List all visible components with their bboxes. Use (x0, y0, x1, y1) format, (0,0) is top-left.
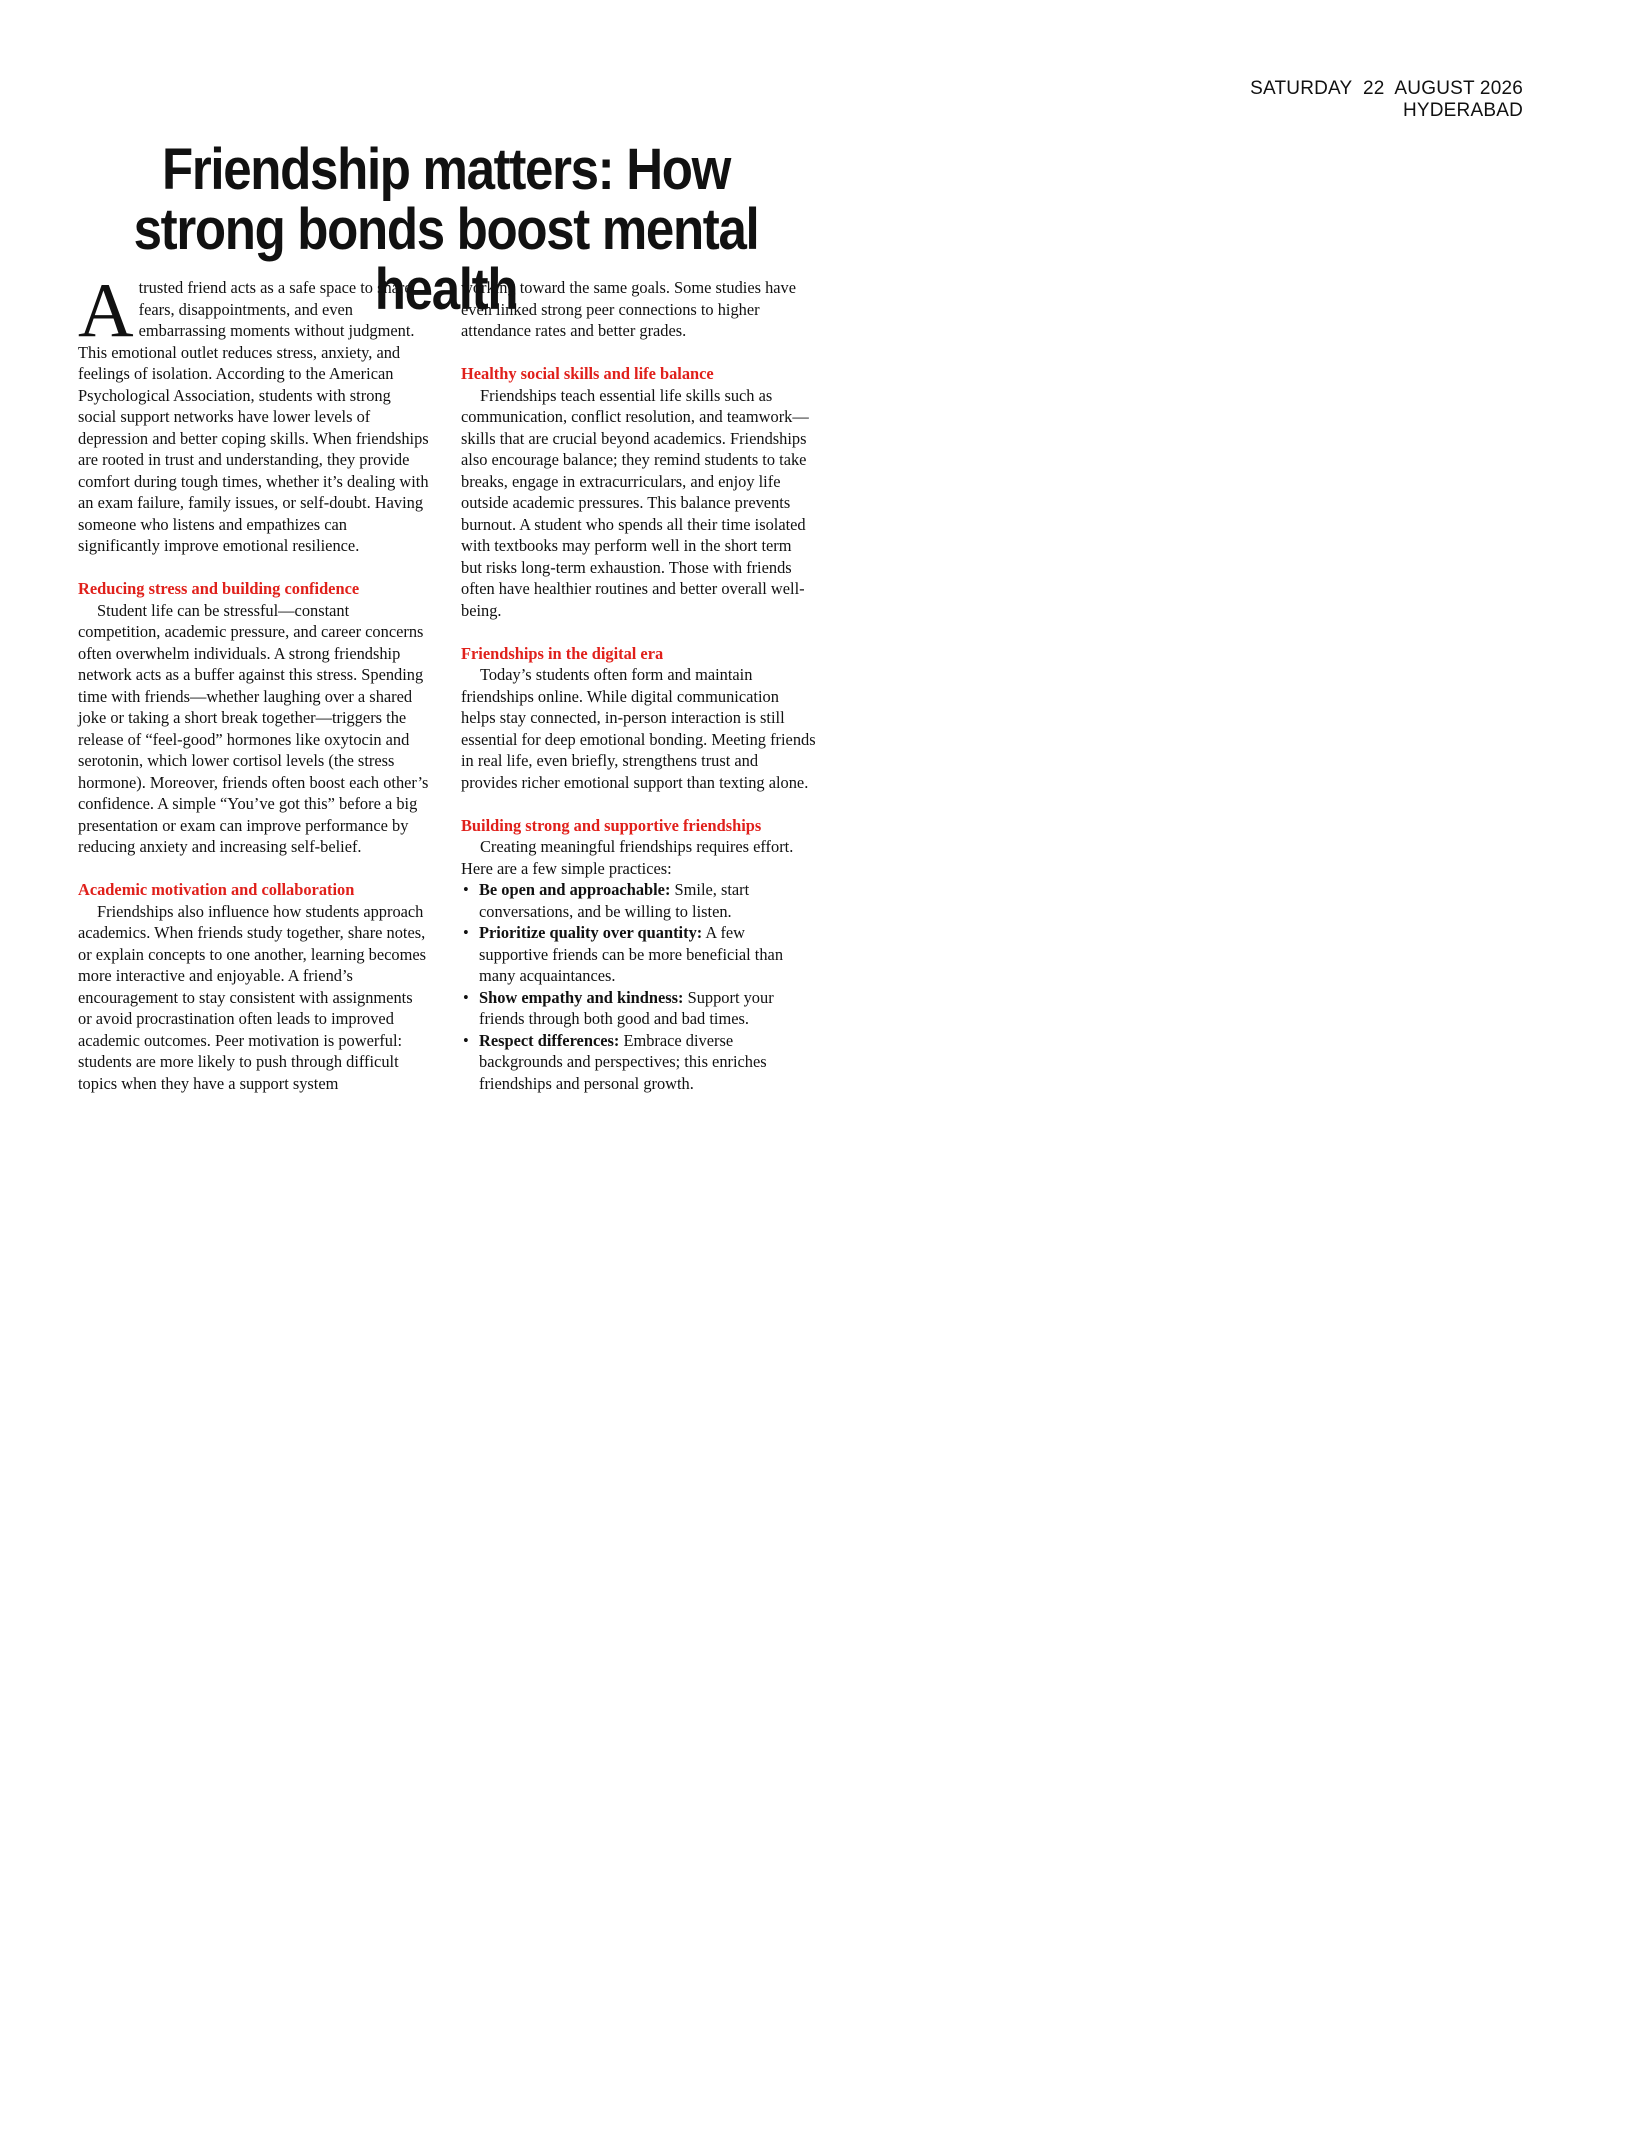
list-item: Be open and approachable: Smile, start c… (461, 879, 816, 922)
section-heading-social-skills: Healthy social skills and life balance (461, 364, 714, 383)
article-headline: Friendship matters: How strong bonds boo… (133, 137, 760, 322)
section-body-digital-era: Today’s students often form and maintain… (461, 665, 816, 792)
list-item-text: A few supportive friends can be more ben… (479, 923, 784, 985)
article-column-1: A trusted friend acts as a safe space to… (78, 267, 430, 1094)
section-body-academic-continued: working toward the same goals. Some stud… (461, 278, 797, 340)
list-item: Show empathy and kindness: Support your … (461, 987, 816, 1030)
section-body-social-skills: Friendships teach essential life skills … (461, 385, 809, 620)
section-body-academic: Friendships also influence how students … (78, 901, 426, 1093)
section-heading-stress: Reducing stress and building confidence (78, 579, 360, 598)
list-item-text: Embrace diverse backgrounds and perspect… (479, 1030, 767, 1093)
list-item-text: Smile, start conversations, and be willi… (479, 880, 750, 921)
section-heading-academic: Academic motivation and collaboration (78, 880, 355, 899)
list-item-lead: Prioritize quality over quantity: (479, 923, 703, 942)
list-item: Prioritize quality over quantity: A few … (461, 922, 816, 987)
article-column-2: working toward the same goals. Some stud… (461, 277, 816, 1094)
intro-text: trusted friend acts as a safe space to s… (78, 278, 429, 555)
list-item-text: Support your friends through both good a… (479, 987, 774, 1029)
section-body-building: Creating meaningful friendships requires… (461, 837, 794, 878)
dateline-date: SATURDAY 22 AUGUST 2026 (1250, 78, 1523, 99)
practices-list: Be open and approachable: Smile, start c… (461, 879, 816, 1094)
dateline-city: HYDERABAD (1402, 100, 1523, 121)
list-item: Respect differences: Embrace diverse bac… (461, 1030, 816, 1095)
intro-paragraph: A trusted friend acts as a safe space to… (78, 267, 430, 557)
section-heading-digital-era: Friendships in the digital era (461, 643, 664, 663)
list-item-lead: Respect differences: (479, 1030, 620, 1050)
section-body-stress: Student life can be stressful—constant c… (78, 600, 429, 857)
drop-cap: A (78, 267, 134, 353)
dateline: SATURDAY 22 AUGUST 2026 HYDERABAD (1250, 78, 1523, 122)
section-heading-building: Building strong and supportive friendshi… (461, 815, 762, 835)
list-item-lead: Show empathy and kindness: (479, 987, 684, 1007)
list-item-lead: Be open and approachable: (479, 880, 671, 899)
